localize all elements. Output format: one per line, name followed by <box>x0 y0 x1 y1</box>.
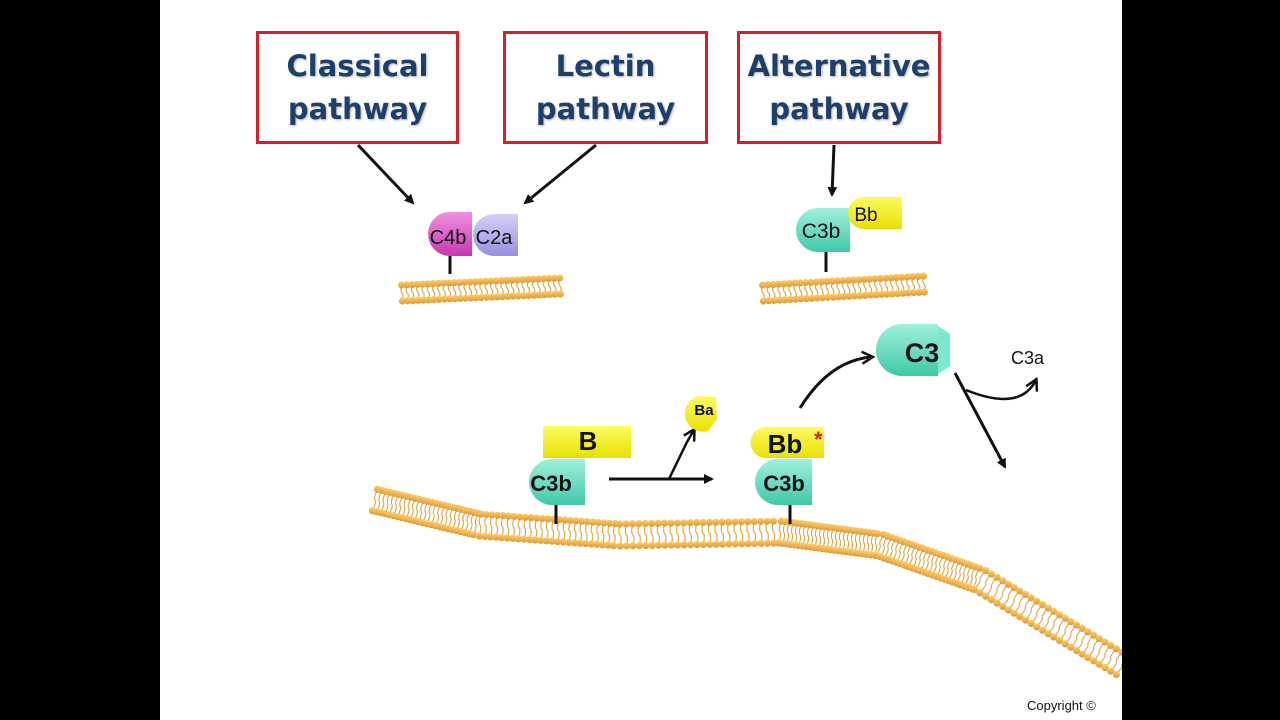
c4b-shape <box>428 212 472 256</box>
c4b-c2a-complex: C4b C2a <box>428 212 518 274</box>
c3-label: C3 <box>905 338 940 368</box>
to-c3-arrow <box>798 357 872 409</box>
copyright-notice: Copyright © <box>1027 698 1096 713</box>
membrane-layer <box>368 272 1122 679</box>
b-shape <box>543 426 631 458</box>
c3b-product-arrow <box>953 372 1007 469</box>
ba-release-arrow <box>667 430 694 480</box>
c3b-label-top: C3b <box>802 220 841 243</box>
alternative-pathway-box: Alternative pathway <box>737 31 941 144</box>
alternative-pathway-label: Alternative pathway <box>747 49 931 126</box>
c2a-shape <box>473 214 518 256</box>
classical-pathway-label: Classical pathway <box>286 49 429 126</box>
bb-c3b-convertase: Bb * C3b <box>750 427 824 524</box>
active-marker: * <box>814 427 823 452</box>
c4b-label: C4b <box>430 227 467 249</box>
lectin-pathway-box: Lectin pathway <box>503 31 708 144</box>
slide: Classical pathway Lectin pathway Alterna… <box>160 0 1122 720</box>
c3-molecule: C3 <box>876 324 950 376</box>
c3b-shape-left <box>529 459 585 505</box>
c3b-label-right: C3b <box>763 471 805 496</box>
b-c3b-complex: B C3b <box>529 426 631 524</box>
c3b-shape-right <box>755 459 812 505</box>
c3a-label: C3a <box>1011 348 1045 368</box>
lectin-arrow <box>523 143 597 205</box>
c2a-label: C2a <box>476 227 514 249</box>
classical-pathway-box: Classical pathway <box>256 31 459 144</box>
membrane-left <box>398 274 564 305</box>
bb-shape-top <box>848 197 902 229</box>
c3a-release-arrow <box>965 380 1036 401</box>
bb-shape-active <box>750 427 824 458</box>
ba-fragment: Ba <box>684 396 717 432</box>
bb-label-top: Bb <box>854 205 877 226</box>
c3b-label-left: C3b <box>530 471 572 496</box>
ba-label: Ba <box>694 402 714 419</box>
bb-active-label: Bb <box>768 429 803 459</box>
alternative-arrow <box>827 144 838 197</box>
membrane-right <box>758 272 929 305</box>
lectin-pathway-label: Lectin pathway <box>535 49 676 126</box>
c3b-bb-complex: C3b Bb <box>796 197 902 272</box>
membrane-bottom <box>368 485 1122 679</box>
pathway-diagram: C4b C2a C3b Bb B C3b Ba <box>356 143 1122 679</box>
c3b-shape-top <box>796 208 850 252</box>
c3-shape <box>876 324 938 376</box>
classical-arrow <box>356 143 415 205</box>
b-label: B <box>579 426 598 456</box>
